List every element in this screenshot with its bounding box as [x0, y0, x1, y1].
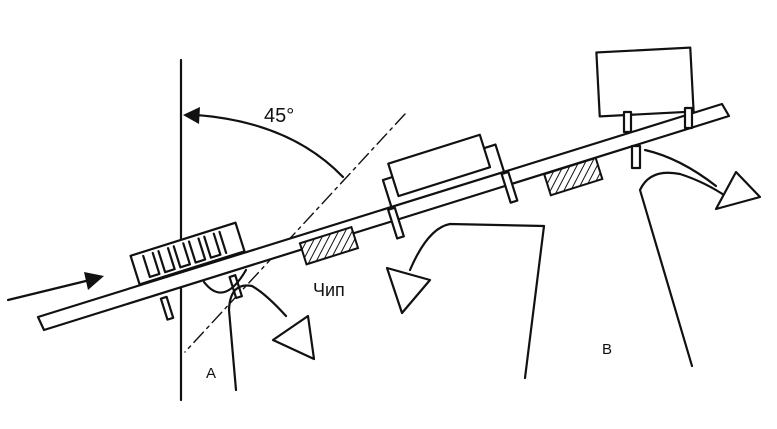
box-component-lead	[632, 146, 640, 168]
solder-wave-middle-arrowhead	[387, 268, 430, 313]
box-component	[596, 48, 693, 117]
box-component-pin-right	[685, 108, 692, 128]
angle-arc-arrowhead	[183, 107, 200, 124]
chip-label: Чип	[313, 280, 345, 300]
point-b-label: B	[602, 341, 612, 358]
feed-direction-arrow	[8, 280, 90, 300]
solder-wave-b-arrowhead	[716, 172, 760, 209]
angle-label: 45°	[264, 105, 294, 127]
box-component-pin-left	[624, 112, 631, 132]
solder-wave-a-arrowhead	[273, 316, 314, 359]
feed-direction-arrowhead	[84, 272, 104, 290]
solder-wave-b	[640, 173, 727, 366]
point-a-label: A	[206, 365, 216, 382]
solder-wave-b-inner	[645, 150, 716, 186]
solder-wave-middle	[410, 224, 544, 378]
